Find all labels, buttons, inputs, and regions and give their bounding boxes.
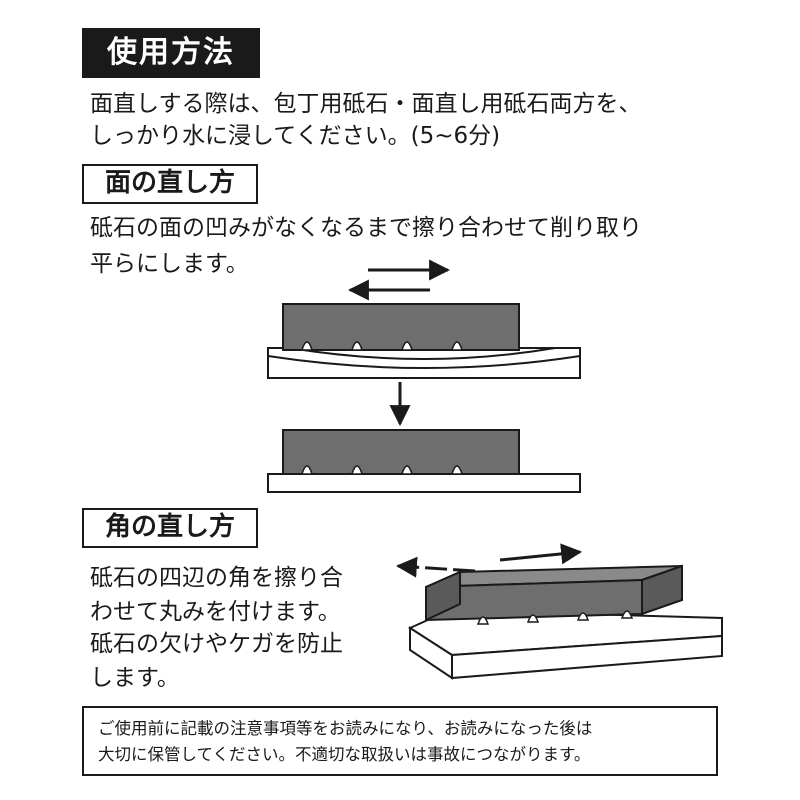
arrow-left-icon (395, 556, 476, 578)
corner-line-1: 砥石の四辺の角を擦り合 (90, 565, 343, 591)
usage-line-1: 面直しする際は、包丁用砥石・面直し用砥石両方を、 (90, 91, 642, 117)
notice-line-2: 大切に保管してください。不適切な取扱いは事故につながります。 (98, 745, 591, 764)
corner-title: 角の直し方 (82, 508, 258, 548)
arrow-right-icon (499, 543, 583, 565)
usage-title: 使用方法 (82, 28, 260, 78)
usage-line-2: しっかり水に浸してください。(5~6分) (90, 123, 501, 149)
surface-line-2: 平らにします。 (90, 251, 249, 277)
corner-line-3: 砥石の欠けやケガを防止 (90, 631, 343, 657)
surface-title: 面の直し方 (82, 164, 258, 204)
dished-stone-diagram (267, 303, 581, 379)
corner-stone-diagram (407, 564, 723, 680)
flattened-stone-diagram (267, 429, 581, 493)
surface-line-1: 砥石の面の凹みがなくなるまで擦り合わせて削り取り (90, 215, 642, 241)
corner-line-4: します。 (90, 665, 180, 691)
notice-line-1: ご使用前に記載の注意事項等をお読みになり、お読みになった後は (98, 719, 593, 738)
corner-line-2: わせて丸みを付けます。 (90, 599, 341, 625)
notice-box: ご使用前に記載の注意事項等をお読みになり、お読みになった後は 大切に保管してくだ… (82, 706, 718, 776)
